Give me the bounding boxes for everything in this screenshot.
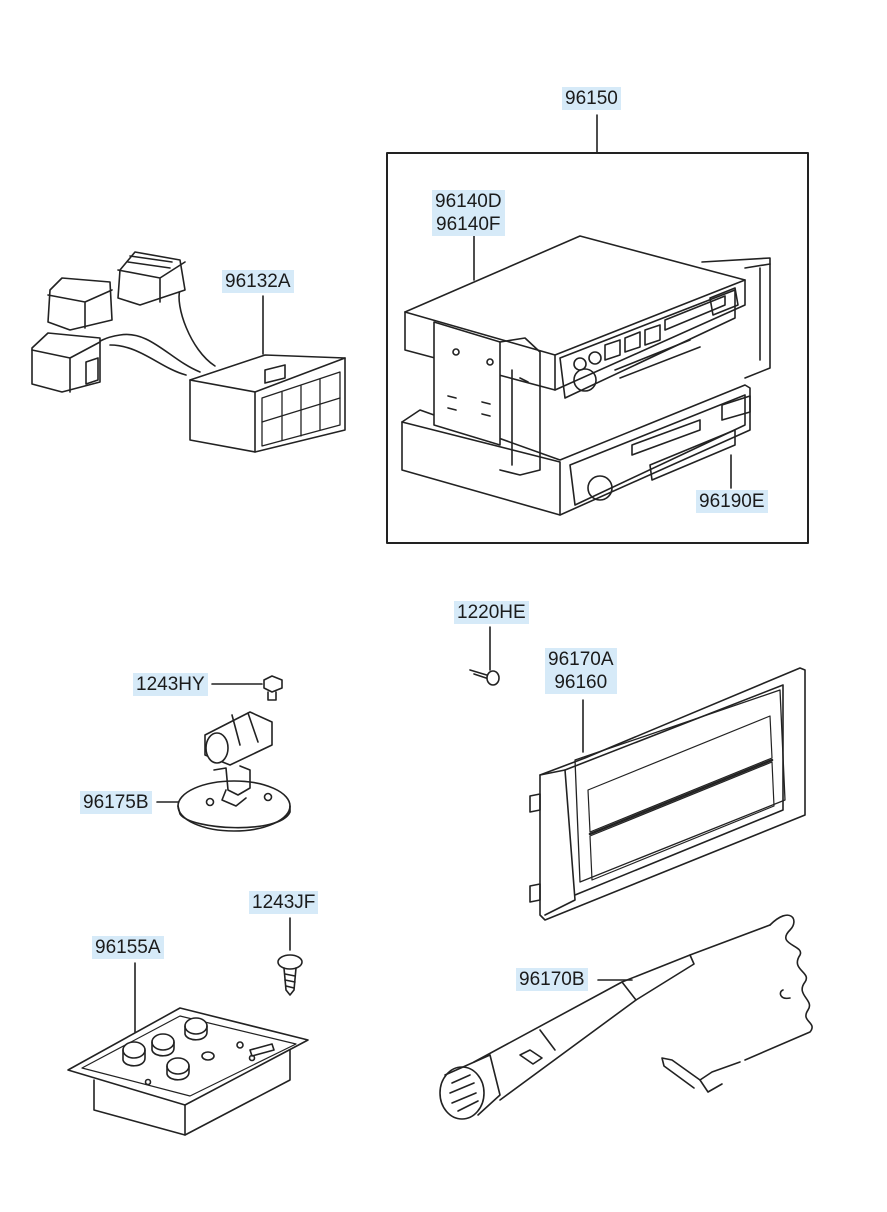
callout-96175B[interactable]: 96175B xyxy=(80,791,152,814)
callout-1243HY[interactable]: 1243HY xyxy=(133,673,208,696)
callout-96190E[interactable]: 96190E xyxy=(696,490,768,513)
screw-1243JF-drawing xyxy=(277,954,303,996)
screw-1220HE-drawing xyxy=(469,626,500,686)
callout-1220HE[interactable]: 1220HE xyxy=(454,601,529,624)
callout-96140[interactable]: 96140D 96140F xyxy=(432,190,505,236)
callout-1243JF[interactable]: 1243JF xyxy=(249,891,319,914)
callout-96160-text: 96160 xyxy=(554,672,608,693)
wiring-harness-drawing xyxy=(31,251,346,453)
callout-96140D: 96140D xyxy=(435,191,502,212)
callout-96155A[interactable]: 96155A xyxy=(92,936,164,959)
callout-96140F: 96140F xyxy=(436,214,501,235)
bezel-drawing xyxy=(529,667,806,921)
callout-96150[interactable]: 96150 xyxy=(562,87,621,110)
radio-assembly-frame xyxy=(386,152,809,544)
jack-panel-drawing xyxy=(67,1007,309,1136)
head-unit-drawing xyxy=(401,235,771,516)
microphone-drawing xyxy=(439,914,813,1120)
mic-holder-drawing xyxy=(177,711,291,832)
callout-96132A[interactable]: 96132A xyxy=(222,270,294,293)
bolt-1243HY-drawing xyxy=(263,675,283,701)
callout-96170B[interactable]: 96170B xyxy=(516,968,588,991)
callout-96170A[interactable]: 96170A 96160 xyxy=(545,648,617,694)
callout-96170A-text: 96170A xyxy=(548,649,614,670)
